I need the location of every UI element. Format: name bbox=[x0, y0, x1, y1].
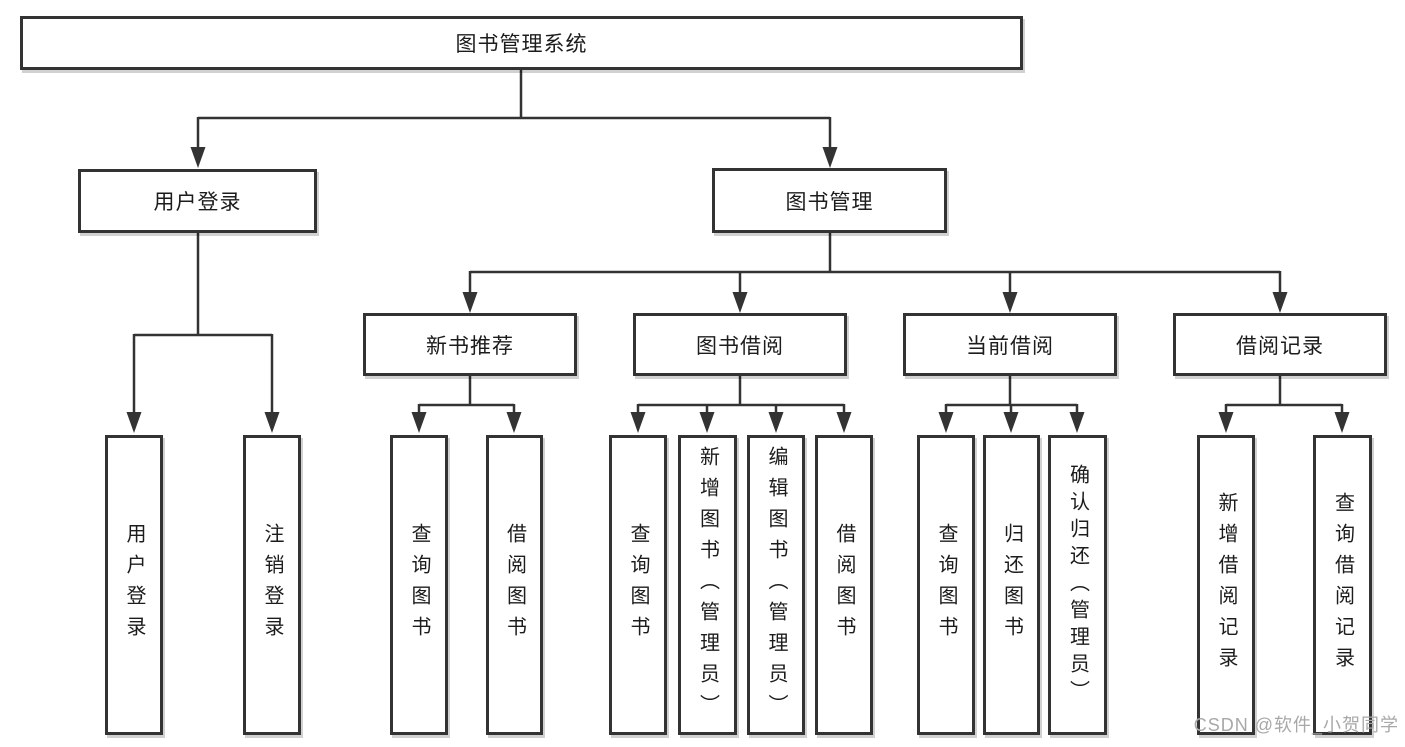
leaf-borrow-add-books-admin: 新增图书（管理员） bbox=[678, 435, 737, 735]
leaf-newbooks-borrow-books: 借阅图书 bbox=[486, 435, 543, 735]
node-label: 编辑图书（管理员） bbox=[765, 445, 787, 725]
node-label: 图书借阅 bbox=[696, 334, 784, 358]
node-label: 查询借阅记录 bbox=[1331, 492, 1354, 678]
node-label: 新增图书（管理员） bbox=[696, 445, 719, 725]
leaf-current-return-books: 归还图书 bbox=[983, 435, 1040, 735]
node-label: 新增借阅记录 bbox=[1215, 492, 1237, 678]
node-label: 新书推荐 bbox=[426, 334, 514, 358]
node-label: 借阅记录 bbox=[1236, 334, 1324, 358]
node-label: 借阅图书 bbox=[503, 523, 526, 647]
arrowheads bbox=[126, 147, 1350, 433]
node-label: 确认归还（管理员） bbox=[1066, 463, 1089, 707]
leaf-newbooks-query-books: 查询图书 bbox=[390, 435, 448, 735]
leaf-borrow-borrow-books: 借阅图书 bbox=[815, 435, 873, 735]
leaf-borrow-query-books: 查询图书 bbox=[609, 435, 667, 735]
node-label: 借阅图书 bbox=[833, 523, 855, 647]
node-label: 归还图书 bbox=[1000, 523, 1023, 647]
node-label: 当前借阅 bbox=[966, 334, 1054, 358]
leaf-borrow-edit-books-admin: 编辑图书（管理员） bbox=[747, 435, 805, 735]
leaf-current-confirm-return-admin: 确认归还（管理员） bbox=[1048, 435, 1107, 735]
node-label: 用户登录 bbox=[123, 523, 145, 647]
node-borrow-records: 借阅记录 bbox=[1173, 313, 1387, 376]
node-library-system: 图书管理系统 bbox=[20, 16, 1023, 70]
leaf-user-login: 用户登录 bbox=[105, 435, 163, 735]
node-new-book-recommend: 新书推荐 bbox=[363, 313, 577, 376]
node-label: 查询图书 bbox=[627, 523, 649, 647]
csdn-watermark: CSDN @软件_小贺同学 bbox=[1193, 715, 1399, 735]
leaf-logout: 注销登录 bbox=[243, 435, 301, 735]
node-label: 图书管理系统 bbox=[455, 33, 588, 56]
leaf-records-add-record: 新增借阅记录 bbox=[1197, 435, 1255, 735]
node-label: 用户登录 bbox=[153, 191, 242, 214]
node-current-borrow: 当前借阅 bbox=[903, 313, 1117, 376]
node-book-management: 图书管理 bbox=[712, 168, 947, 233]
leaf-current-query-books: 查询图书 bbox=[917, 435, 975, 735]
node-label: 查询图书 bbox=[935, 523, 957, 647]
leaf-records-query-record: 查询借阅记录 bbox=[1313, 435, 1372, 735]
node-label: 图书管理 bbox=[785, 190, 874, 214]
node-label: 注销登录 bbox=[261, 523, 283, 647]
node-label: 查询图书 bbox=[408, 523, 430, 647]
node-book-borrow: 图书借阅 bbox=[633, 313, 847, 376]
node-user-login-branch: 用户登录 bbox=[78, 169, 317, 233]
